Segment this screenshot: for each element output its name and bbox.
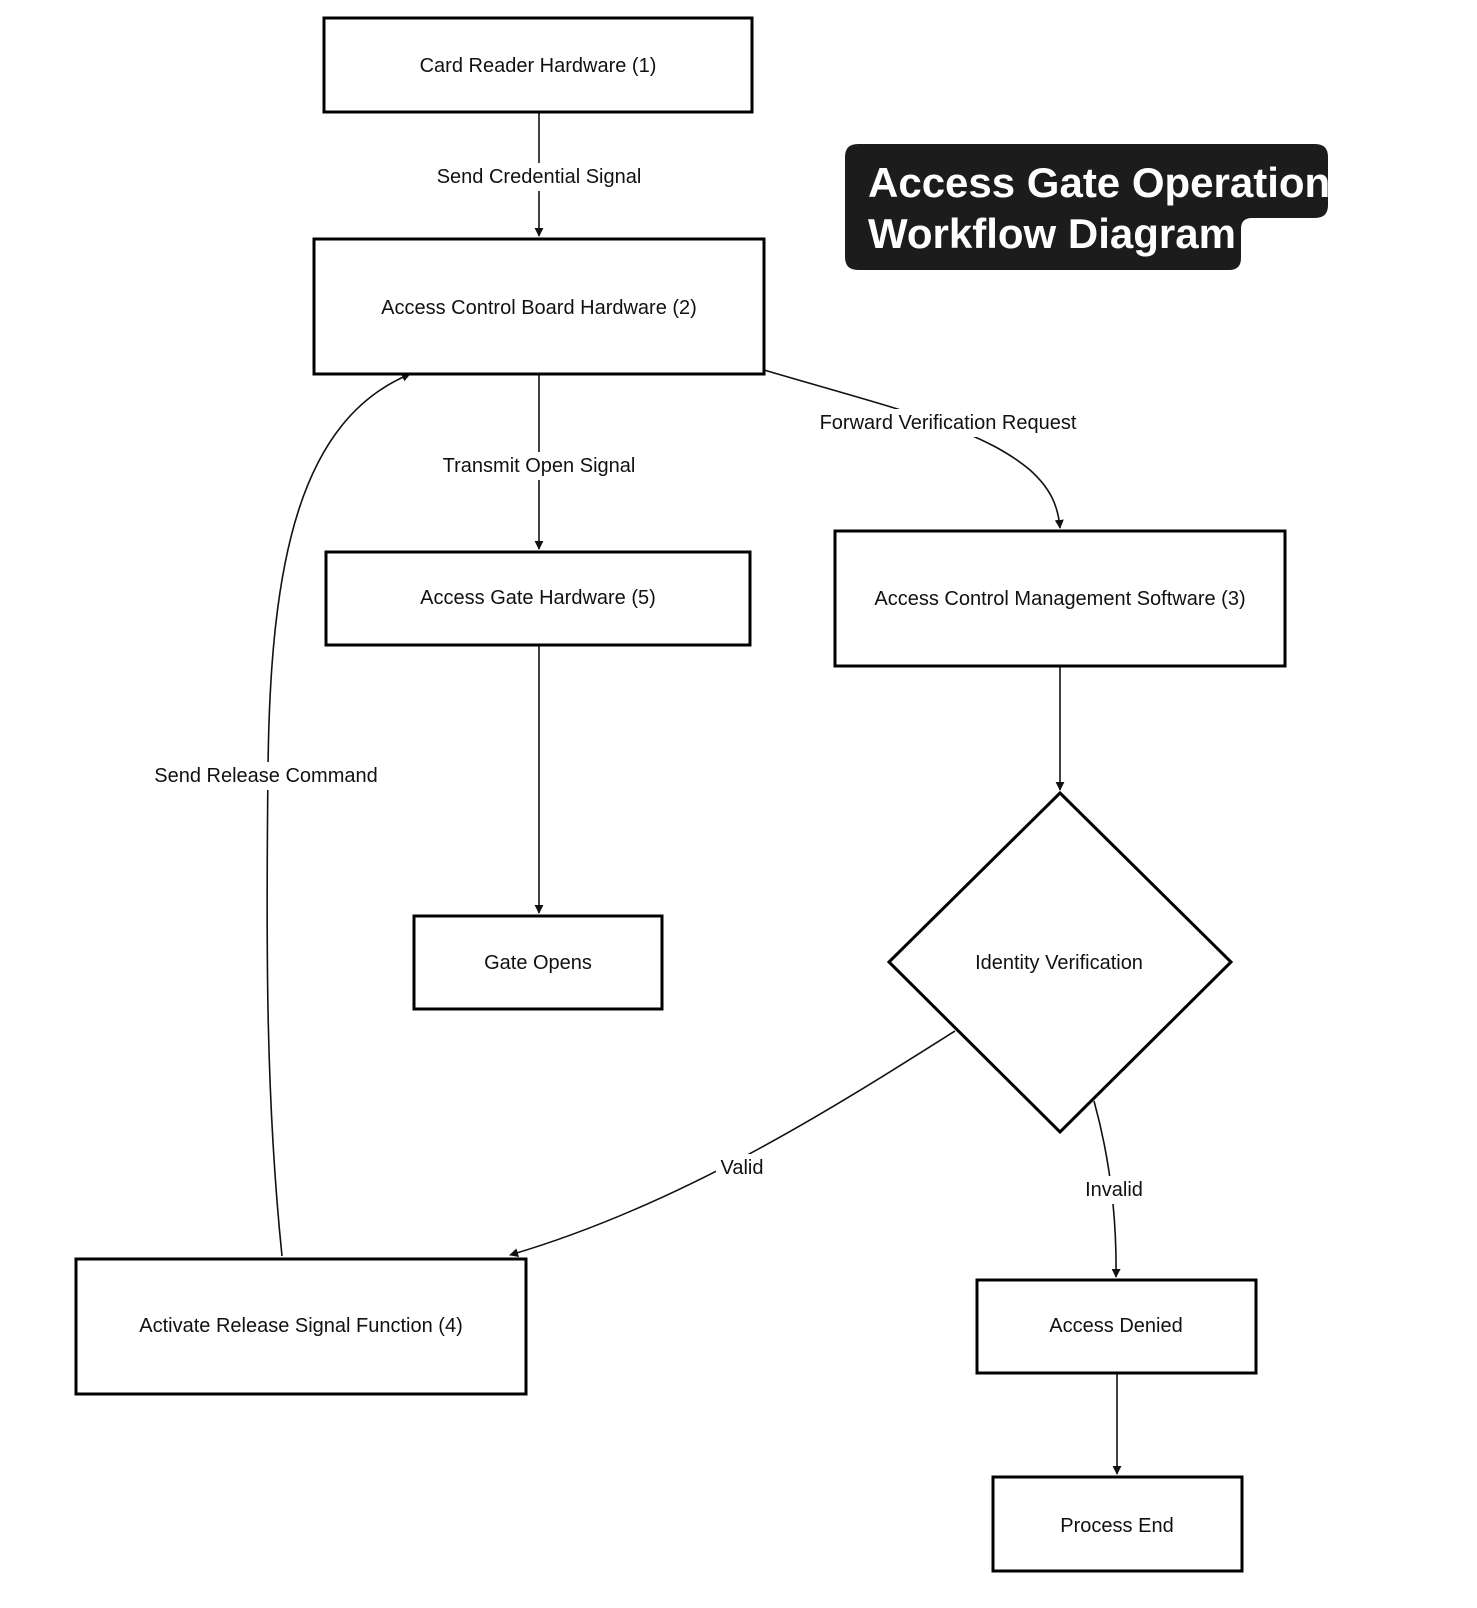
node-management-software-label: Access Control Management Software (3) — [874, 588, 1245, 610]
node-gate-hardware-label: Access Gate Hardware (5) — [420, 587, 656, 609]
diagram-title: Access Gate Operation Workflow Diagram — [845, 144, 1330, 270]
edge-label-send-release: Send Release Command — [154, 765, 377, 787]
title-line-2: Workflow Diagram — [868, 210, 1236, 257]
node-control-board: Access Control Board Hardware (2) — [312, 237, 766, 376]
node-gate-opens-label: Gate Opens — [484, 952, 592, 974]
node-identity-verification: Identity Verification — [886, 790, 1234, 1135]
node-release-function: Activate Release Signal Function (4) — [74, 1257, 528, 1396]
node-card-reader-label: Card Reader Hardware (1) — [420, 55, 657, 77]
title-background — [845, 144, 1328, 270]
node-release-function-label: Activate Release Signal Function (4) — [139, 1315, 463, 1337]
edge-label-forward-verification: Forward Verification Request — [820, 412, 1077, 434]
edge-release-to-board — [266, 372, 411, 1257]
edge-label-invalid: Invalid — [1085, 1179, 1143, 1201]
edge-labels: Send Credential Signal Transmit Open Sig… — [148, 163, 1147, 1204]
node-gate-opens: Gate Opens — [412, 914, 664, 1011]
edge-label-valid: Valid — [721, 1157, 764, 1179]
node-control-board-label: Access Control Board Hardware (2) — [381, 297, 697, 319]
node-identity-verification-label: Identity Verification — [975, 952, 1143, 974]
node-process-end: Process End — [991, 1475, 1244, 1573]
node-management-software: Access Control Management Software (3) — [833, 529, 1287, 668]
node-access-denied-label: Access Denied — [1049, 1315, 1182, 1337]
node-card-reader: Card Reader Hardware (1) — [322, 16, 754, 114]
edge-verification-valid — [509, 1030, 956, 1258]
node-gate-hardware: Access Gate Hardware (5) — [324, 550, 752, 647]
node-access-denied: Access Denied — [975, 1278, 1258, 1375]
edge-board-to-management — [763, 369, 1064, 529]
edge-label-send-credential: Send Credential Signal — [437, 166, 642, 188]
edge-label-transmit-open: Transmit Open Signal — [443, 455, 636, 477]
title-line-1: Access Gate Operation — [868, 159, 1330, 206]
node-process-end-label: Process End — [1060, 1515, 1173, 1537]
